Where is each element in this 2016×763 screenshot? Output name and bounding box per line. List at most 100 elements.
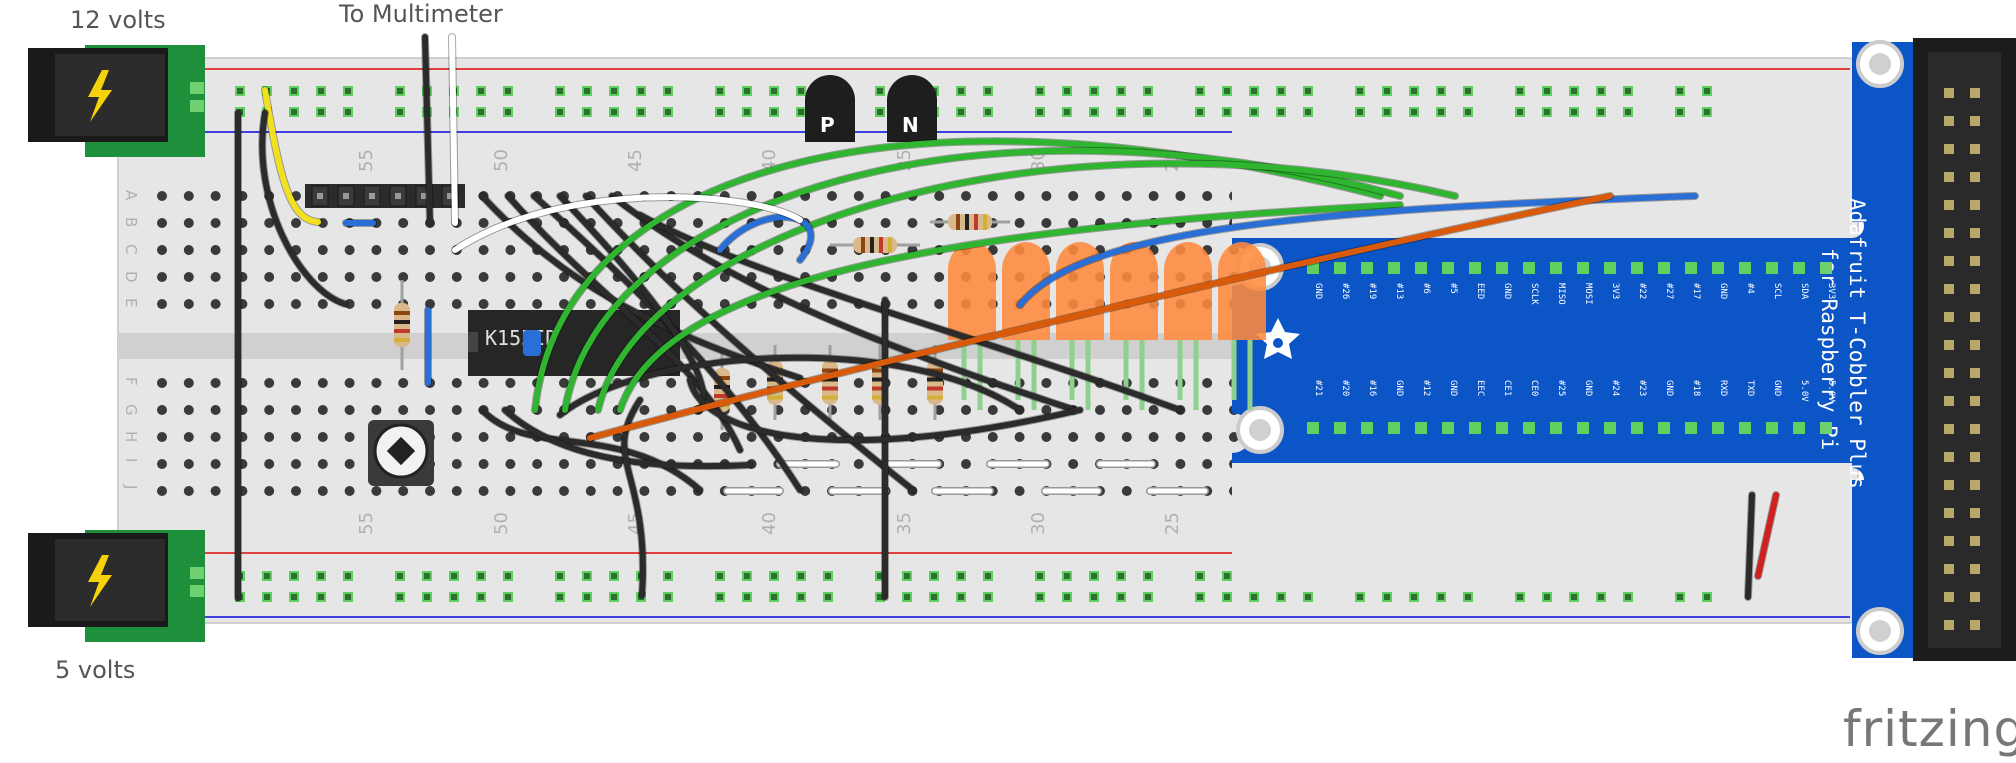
rail-hole-center [1465, 594, 1471, 600]
t-cobbler-board: Adafruit T-Cobbler Plus for Raspberry Pi… [1232, 40, 1915, 658]
breadboard-hole [1121, 191, 1132, 201]
cobbler-pin [1307, 422, 1319, 434]
breadboard-hole [907, 218, 918, 228]
breadboard-hole [183, 486, 194, 496]
breadboard-hole [719, 272, 730, 282]
rail-hole-center [1118, 573, 1124, 579]
rail-hole-center [1197, 109, 1203, 115]
breadboard-hole [371, 272, 382, 282]
cobbler-pin-label: 3V3 [1610, 283, 1620, 299]
rail-hole-center [397, 594, 403, 600]
header-pin [1970, 200, 1980, 210]
rail-hole-center [478, 109, 484, 115]
cobbler-pin-label: MISO [1556, 283, 1566, 305]
rail-hole-center [1704, 594, 1710, 600]
header-pin [1944, 256, 1954, 266]
rail-hole-center [798, 573, 804, 579]
rail-hole-center [665, 109, 671, 115]
header-pin [1944, 312, 1954, 322]
breadboard-hole [746, 191, 757, 201]
breadboard-hole [1068, 459, 1079, 469]
rail-hole-center [1625, 594, 1631, 600]
breadboard-hole [478, 272, 489, 282]
rail-hole-center [505, 109, 511, 115]
cobbler-pin-label: #23 [1637, 380, 1647, 396]
rail-hole-center [557, 594, 563, 600]
pin-header-body [305, 184, 465, 208]
breadboard-hole [1148, 378, 1159, 388]
rail-hole-center [1064, 573, 1070, 579]
breadboard-hole [693, 218, 703, 228]
rail-hole-center [638, 109, 644, 115]
breadboard-hole [451, 459, 462, 469]
cobbler-pin-label: GND [1313, 283, 1323, 299]
cobbler-pin [1739, 262, 1751, 274]
cobbler-pin [1469, 422, 1481, 434]
breadboard-hole [1095, 432, 1105, 442]
mount-hole-icon [1249, 419, 1271, 441]
rail-hole-center [1251, 88, 1257, 94]
wire-green [595, 160, 1458, 413]
wire-orange [587, 193, 1613, 441]
header-pin [1944, 228, 1954, 238]
header-pin [1970, 536, 1980, 546]
wire-black [502, 407, 753, 470]
rail-hole-center [1517, 109, 1523, 115]
header-pin [1970, 564, 1980, 574]
cobbler-pin-label: #19 [1367, 283, 1377, 299]
header-pin [1970, 172, 1980, 182]
breadboard-hole [398, 245, 409, 255]
breadboard-hole [719, 299, 730, 309]
breadboard-hole [827, 245, 837, 255]
header-strip-pin-contact [369, 193, 375, 199]
breadboard-hole [1148, 191, 1159, 201]
fritzing-logo: fritzing [1843, 700, 2016, 758]
breadboard-hole [157, 218, 167, 228]
rail-hole-center [1064, 109, 1070, 115]
rail-hole-center [931, 594, 937, 600]
transistor-body [805, 75, 855, 142]
resistor-band [872, 386, 888, 391]
header-strip-pin-contact [343, 193, 349, 199]
cobbler-title-line2: for Raspberry Pi [1817, 248, 1841, 450]
breadboard-hole [371, 378, 382, 388]
cobbler-pin-label: 5.0V [1826, 380, 1836, 402]
rail-hole-center [505, 88, 511, 94]
rail-hole-center [1145, 88, 1151, 94]
breadboard-hole [183, 218, 194, 228]
rail-hole-center [1305, 88, 1311, 94]
rail-hole-center [1224, 594, 1230, 600]
breadboard-hole [210, 486, 221, 496]
rail-hole-center [345, 594, 351, 600]
rail-hole-center [1625, 109, 1631, 115]
rail-hole-center [1224, 573, 1230, 579]
breadboard-hole [425, 245, 435, 255]
rail-hole-center [1465, 88, 1471, 94]
rail-hole-center [1224, 109, 1230, 115]
header-strip-pin-contact [447, 193, 453, 199]
breadboard-hole [157, 191, 167, 201]
breadboard-hole [264, 486, 275, 496]
breadboard-hole [398, 405, 409, 415]
breadboard-hole [264, 405, 275, 415]
breadboard-hole [1041, 432, 1052, 442]
wires [234, 33, 1780, 602]
header-pin [1944, 620, 1954, 630]
cobbler-pin-label: EEC [1475, 380, 1485, 396]
breadboard-hole [639, 486, 650, 496]
breadboard-hole [210, 459, 221, 469]
cobbler-pin [1793, 262, 1805, 274]
column-number: 55 [356, 149, 377, 172]
cobbler-pin [1604, 262, 1616, 274]
breadboard-hole [157, 272, 167, 282]
wire-black [422, 34, 433, 226]
breadboard-hole [827, 191, 837, 201]
rail-hole-center [1118, 109, 1124, 115]
header-pin [1970, 480, 1980, 490]
breadboard-hole [183, 432, 194, 442]
cobbler-pin [1577, 262, 1589, 274]
column-number: 50 [491, 512, 512, 535]
breadboard-hole [291, 299, 301, 309]
breadboard-hole [853, 272, 864, 282]
